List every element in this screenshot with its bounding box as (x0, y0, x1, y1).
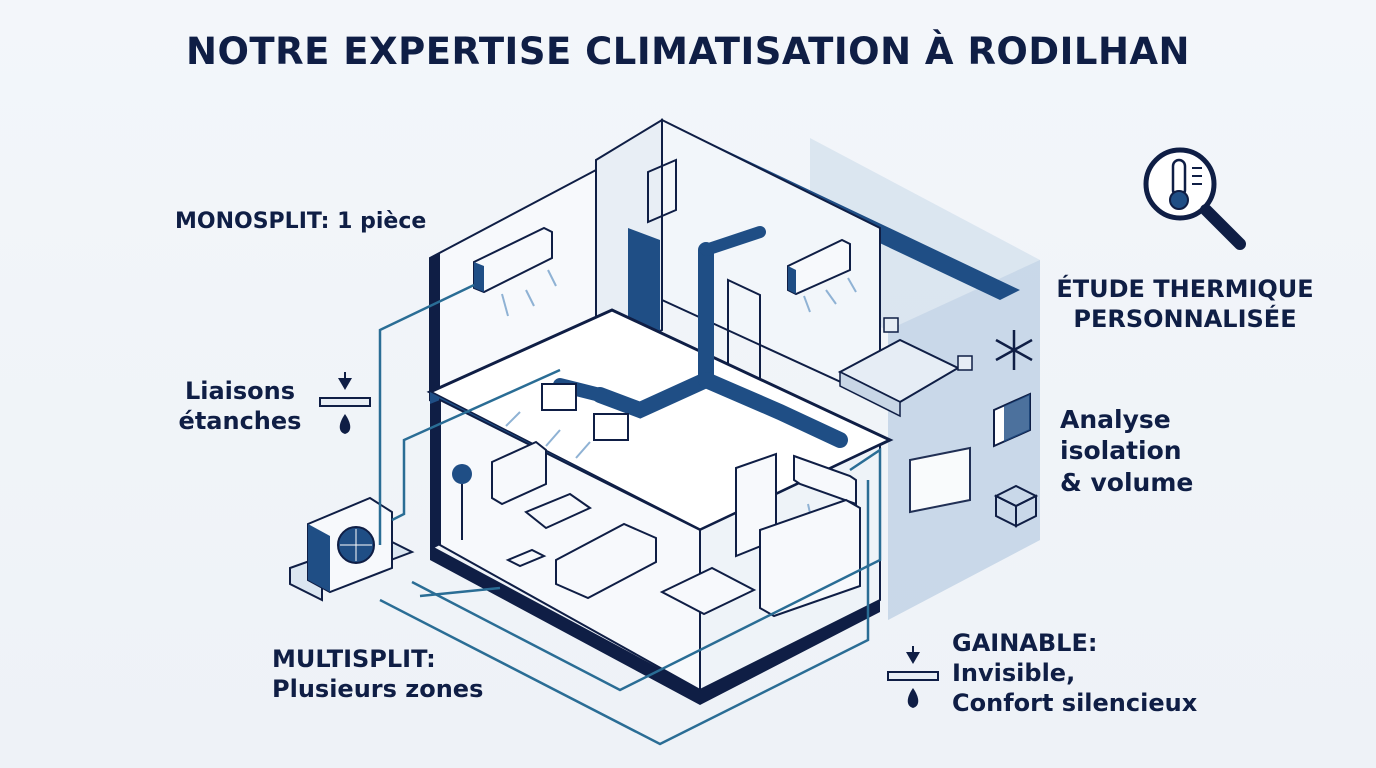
label-monosplit: MONOSPLIT: 1 pièce (175, 209, 427, 234)
outdoor-unit (289, 496, 415, 602)
lower-left-wall (430, 400, 440, 550)
magnifier-thermometer-icon (1143, 147, 1246, 250)
snowflake-icon (995, 330, 1033, 370)
label-gainable: GAINABLE:Invisible,Confort silencieux (952, 629, 1198, 717)
split-unit-lower (793, 454, 857, 506)
insulation-panel-icon (993, 392, 1031, 448)
split-unit-upper-right (787, 238, 851, 296)
ducts (553, 226, 848, 448)
ground-floor (430, 545, 880, 705)
split-unit-upper-left (473, 226, 553, 294)
page-title: NOTRE EXPERTISE CLIMATISATION À RODILHAN (185, 30, 1191, 73)
roof (596, 120, 1020, 300)
refrigerant-lines (378, 283, 882, 746)
furniture (491, 440, 861, 618)
volume-cube-icon (993, 484, 1039, 528)
seal-icon-bottom (887, 646, 939, 708)
seal-icon-left (319, 372, 371, 434)
label-multisplit: MULTISPLIT:Plusieurs zones (272, 645, 484, 703)
